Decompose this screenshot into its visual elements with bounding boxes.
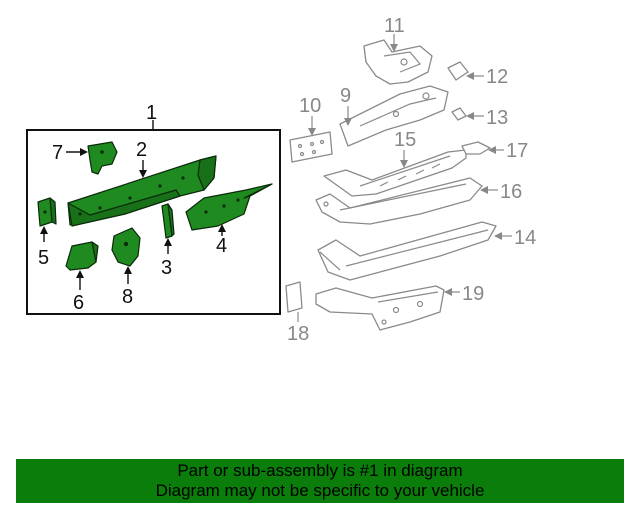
- banner-line-1: Part or sub-assembly is #1 in diagram: [177, 461, 463, 480]
- part-19-crossmember[interactable]: [315, 285, 445, 331]
- part-4-rail-extension[interactable]: [185, 183, 273, 231]
- callout-12-arrow: [466, 72, 474, 80]
- callout-4-arrow: [218, 224, 226, 232]
- part-7-bracket[interactable]: [87, 141, 118, 175]
- callout-6-arrow: [76, 270, 84, 278]
- part-14-rail[interactable]: [317, 221, 497, 281]
- part-15-sill[interactable]: [323, 149, 467, 197]
- callout-2-arrow: [139, 170, 147, 178]
- callout-4[interactable]: 4: [216, 235, 227, 257]
- callout-19[interactable]: 19: [462, 283, 484, 305]
- part-8-mount[interactable]: [111, 227, 141, 267]
- callout-17-arrow: [488, 146, 496, 154]
- callout-2[interactable]: 2: [136, 139, 147, 161]
- callout-11-arrow: [390, 44, 398, 52]
- part-9-reinforcement[interactable]: [339, 85, 449, 147]
- part-3-bracket[interactable]: [161, 203, 175, 239]
- callout-5-arrow: [40, 226, 48, 234]
- callout-15-arrow: [400, 160, 408, 168]
- callout-9[interactable]: 9: [340, 85, 351, 107]
- assembly-1-box: [26, 129, 281, 315]
- part-18-plate[interactable]: [285, 281, 303, 313]
- callout-9-arrow: [344, 118, 352, 126]
- callout-14[interactable]: 14: [514, 227, 536, 249]
- part-17-clip[interactable]: [461, 141, 491, 155]
- callout-18[interactable]: 18: [287, 323, 309, 345]
- callout-5[interactable]: 5: [38, 247, 49, 269]
- part-11-panel[interactable]: [363, 39, 433, 85]
- part-2-rail[interactable]: [67, 155, 217, 227]
- callout-1[interactable]: 1: [146, 102, 157, 124]
- callout-19-arrow: [444, 288, 452, 296]
- part-16-rail[interactable]: [315, 177, 483, 225]
- callout-3-arrow: [164, 238, 172, 246]
- part-13-clip[interactable]: [451, 107, 467, 121]
- part-5-plate[interactable]: [37, 197, 57, 227]
- callout-17[interactable]: 17: [506, 140, 528, 162]
- callout-8-arrow: [124, 266, 132, 274]
- callout-6[interactable]: 6: [73, 292, 84, 314]
- callout-14-arrow: [494, 232, 502, 240]
- callout-7[interactable]: 7: [52, 142, 63, 164]
- callout-10[interactable]: 10: [299, 95, 321, 117]
- part-6-bracket[interactable]: [65, 241, 99, 271]
- callout-13[interactable]: 13: [486, 107, 508, 129]
- info-banner: Part or sub-assembly is #1 in diagram Di…: [16, 459, 624, 503]
- banner-line-2: Diagram may not be specific to your vehi…: [155, 481, 485, 500]
- part-10-plate[interactable]: [289, 131, 333, 163]
- callout-13-arrow: [466, 112, 474, 120]
- callout-16-arrow: [480, 186, 488, 194]
- callout-12[interactable]: 12: [486, 66, 508, 88]
- callout-8[interactable]: 8: [122, 286, 133, 308]
- callout-10-arrow: [308, 128, 316, 136]
- part-12-clip[interactable]: [447, 61, 469, 81]
- callout-7-arrow: [80, 148, 88, 156]
- callout-15[interactable]: 15: [394, 129, 416, 151]
- callout-11[interactable]: 11: [384, 15, 405, 37]
- callout-3[interactable]: 3: [161, 257, 172, 279]
- callout-16[interactable]: 16: [500, 181, 522, 203]
